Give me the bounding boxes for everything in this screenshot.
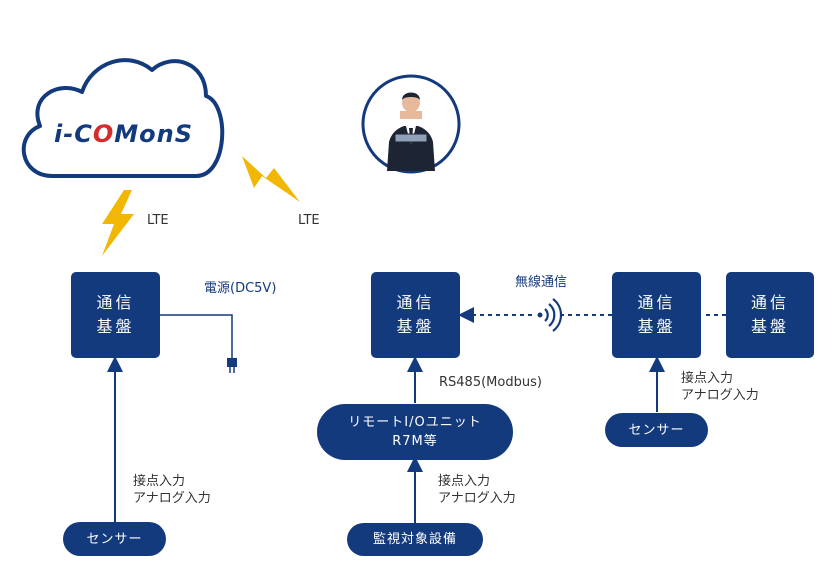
logo-letter: M <box>114 120 140 148</box>
lightning-right-icon <box>242 156 300 202</box>
board-line-2: 基盤 <box>96 317 135 336</box>
wireless-label: 無線通信 <box>515 275 568 290</box>
equipment-label: 監視対象設備 <box>372 532 457 547</box>
board-left[interactable]: 通信 基盤 <box>71 272 160 358</box>
power-label: 電源(DC5V) <box>204 281 277 296</box>
wireless-signal-icon <box>533 298 563 332</box>
logo-letter: S <box>174 120 194 148</box>
board-line-2: 基盤 <box>396 317 435 336</box>
lte-left-label: LTE <box>147 213 169 228</box>
left-sensor-label: センサー <box>86 531 143 547</box>
power-cable <box>160 314 237 373</box>
cloud-icon <box>21 58 225 178</box>
logo-letter: o <box>139 120 157 148</box>
board-right-1[interactable]: 通信 基盤 <box>612 272 701 358</box>
remote-io-line-1: リモートI/Oユニット <box>348 415 482 430</box>
board-center[interactable]: 通信 基盤 <box>371 272 460 358</box>
equipment-pill[interactable]: 監視対象設備 <box>347 523 483 556</box>
logo-letter: - <box>63 120 75 148</box>
logo-letter: n <box>156 120 175 148</box>
lte-right-label: LTE <box>298 213 320 228</box>
board-line-1: 通信 <box>396 293 435 312</box>
remote-io-pill[interactable]: リモートI/Oユニット R7M等 <box>317 404 513 460</box>
board-line-2: 基盤 <box>637 317 676 336</box>
board-line-1: 通信 <box>96 293 135 312</box>
left-input-label-1: 接点入力 <box>133 474 186 489</box>
left-sensor-pill[interactable]: センサー <box>63 522 166 556</box>
middle-input-labels: 接点入力 アナログ入力 <box>438 473 516 507</box>
right-sensor-label: センサー <box>628 422 685 438</box>
board-line-2: 基盤 <box>750 317 789 336</box>
board-line-1: 通信 <box>750 293 789 312</box>
left-input-labels: 接点入力 アナログ入力 <box>133 473 211 507</box>
logo-letter: O <box>92 120 115 148</box>
logo-letter: i <box>54 120 64 148</box>
board-line-1: 通信 <box>637 293 676 312</box>
left-input-label-2: アナログ入力 <box>133 491 211 506</box>
right-input-labels: 接点入力 アナログ入力 <box>681 370 759 404</box>
bus-label: RS485(Modbus) <box>439 375 542 390</box>
right-input-label-2: アナログ入力 <box>681 388 759 403</box>
remote-io-line-2: R7M等 <box>392 434 438 449</box>
logo-letter: C <box>74 120 93 148</box>
logo-text: i-COMonS <box>54 120 193 148</box>
lightning-left-icon <box>102 190 134 256</box>
middle-input-label-1: 接点入力 <box>438 474 491 489</box>
right-input-label-1: 接点入力 <box>681 371 734 386</box>
cloud-logo-text: i-COMonS <box>54 120 204 148</box>
board-right-2[interactable]: 通信 基盤 <box>726 272 814 358</box>
right-sensor-pill[interactable]: センサー <box>605 413 708 447</box>
middle-input-label-2: アナログ入力 <box>438 491 516 506</box>
user-avatar-icon <box>361 74 461 174</box>
